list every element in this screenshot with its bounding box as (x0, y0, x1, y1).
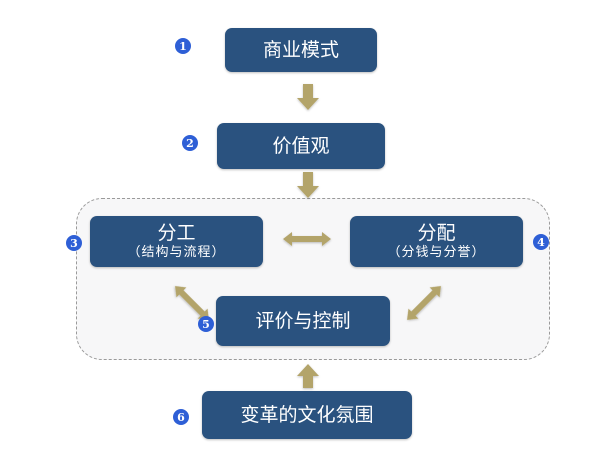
node-division-of-labor[interactable]: 分工 （结构与流程） (90, 216, 263, 267)
node-cultural-atmosphere[interactable]: 变革的文化氛围 (202, 391, 412, 439)
step-badge-2: 2 (182, 135, 198, 151)
arrow-division-evaluation (175, 286, 209, 320)
node-title: 分配 (417, 221, 456, 244)
node-title: 分工 (157, 221, 196, 244)
node-title: 价值观 (272, 135, 330, 157)
node-distribution[interactable]: 分配 （分钱与分誉） (350, 216, 523, 267)
arrow-distribution-evaluation (407, 286, 441, 320)
step-badge-4: 4 (533, 234, 549, 250)
step-badge-3: 3 (66, 235, 82, 251)
arrow-culture-to-group (297, 364, 319, 388)
node-title: 商业模式 (262, 39, 339, 61)
node-title: 变革的文化氛围 (240, 404, 374, 426)
step-badge-1: 1 (175, 38, 191, 54)
node-values[interactable]: 价值观 (217, 123, 385, 169)
step-badge-5: 5 (198, 316, 214, 332)
arrow-values-to-group (297, 172, 319, 198)
node-business-model[interactable]: 商业模式 (225, 28, 377, 72)
node-evaluation-control[interactable]: 评价与控制 (216, 296, 390, 346)
node-title: 评价与控制 (255, 310, 351, 332)
node-subtitle: （分钱与分誉） (387, 244, 486, 260)
arrow-business-model-to-values (297, 84, 319, 110)
step-badge-6: 6 (173, 409, 189, 425)
arrow-division-distribution (283, 232, 331, 246)
node-subtitle: （结构与流程） (127, 244, 226, 260)
